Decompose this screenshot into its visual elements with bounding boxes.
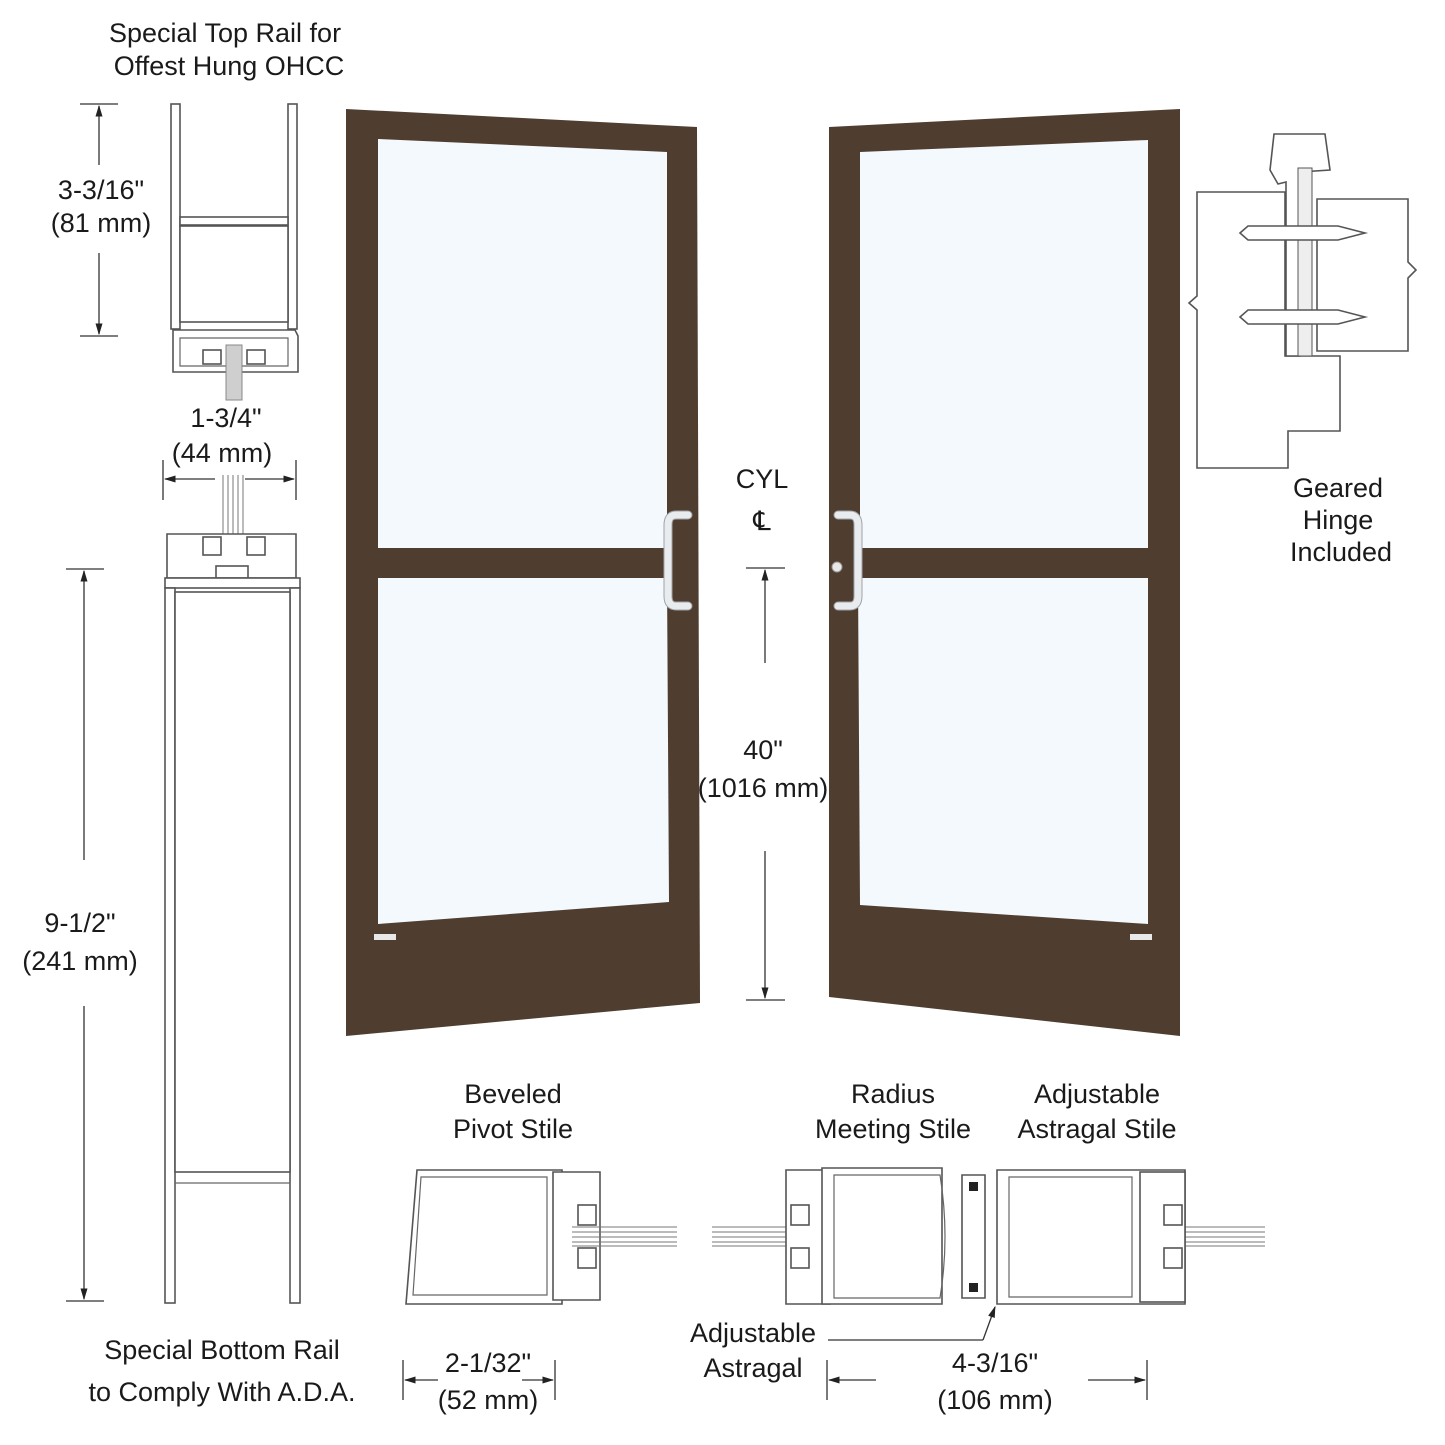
astragal-callout-line2: Astragal <box>703 1353 802 1383</box>
astragal-stile-title-line2: Astragal Stile <box>1017 1114 1176 1144</box>
bottom-rail-section: 9-1/2" (241 mm) Special Bottom Rail to C… <box>22 533 356 1407</box>
right-door-lower-glass <box>858 578 1148 924</box>
meeting-stile-title-line1: Radius <box>851 1079 935 1109</box>
left-door-lower-glass <box>378 578 669 924</box>
right-door-upper-glass <box>860 140 1148 548</box>
centerline-symbol: ℄ <box>752 506 771 536</box>
meeting-stile-title-line2: Meeting Stile <box>815 1114 971 1144</box>
pivot-stile-section: Beveled Pivot Stile 2-1/32" (52 mm) <box>402 1079 677 1415</box>
hinge-caption-line3: Included <box>1290 537 1392 567</box>
cylinder-height-mm: (1016 mm) <box>698 773 829 803</box>
meeting-stile-section: Radius Meeting Stile Adjustable Astragal… <box>690 1079 1265 1415</box>
left-door-pivot-plate <box>374 934 396 940</box>
left-door <box>346 109 700 1036</box>
bottom-rail-caption-line1: Special Bottom Rail <box>104 1335 340 1365</box>
astragal-width-mm: (106 mm) <box>937 1385 1053 1415</box>
glazing-thickness-dimension: 1-3/4" (44 mm) <box>162 403 297 572</box>
cylinder-label: CYL <box>736 464 789 494</box>
pivot-stile-width-in: 2-1/32" <box>445 1348 531 1378</box>
bottom-rail-profile <box>164 533 301 1304</box>
lock-cylinder-icon <box>831 561 843 573</box>
left-door-pull-handle <box>663 510 693 611</box>
pivot-stile-width-mm: (52 mm) <box>438 1385 539 1415</box>
top-rail-height-in: 3-3/16" <box>58 175 144 205</box>
hinge-caption-line1: Geared <box>1293 473 1383 503</box>
hinge-caption-line2: Hinge <box>1303 505 1374 535</box>
pivot-stile-title-line2: Pivot Stile <box>453 1114 573 1144</box>
astragal-width-in: 4-3/16" <box>952 1348 1038 1378</box>
bottom-rail-caption-line2: to Comply With A.D.A. <box>88 1377 355 1407</box>
geared-hinge-detail: Geared Hinge Included <box>1187 133 1418 567</box>
glazing-thickness-mm: (44 mm) <box>172 438 273 468</box>
right-door-pull-handle <box>833 510 863 611</box>
top-rail-title-line1: Special Top Rail for <box>109 18 341 48</box>
right-door-pivot-plate <box>1130 934 1152 940</box>
astragal-stile-title-line1: Adjustable <box>1034 1079 1160 1109</box>
left-door-upper-glass <box>378 139 667 548</box>
top-rail-section: Special Top Rail for Offest Hung OHCC 3-… <box>51 18 345 401</box>
astragal-weatherstrip-icon <box>969 1182 978 1191</box>
bottom-rail-height-dimension: 9-1/2" (241 mm) <box>22 568 138 1302</box>
right-door <box>829 109 1180 1036</box>
top-rail-title-line2: Offest Hung OHCC <box>114 51 345 81</box>
glazing-thickness-in: 1-3/4" <box>190 403 261 433</box>
pivot-stile-title-line1: Beveled <box>464 1079 562 1109</box>
bottom-rail-height-mm: (241 mm) <box>22 946 138 976</box>
cylinder-height-in: 40" <box>743 735 783 765</box>
top-rail-height-mm: (81 mm) <box>51 208 152 238</box>
top-rail-height-dimension: 3-3/16" (81 mm) <box>51 103 152 337</box>
top-rail-profile <box>170 103 299 401</box>
astragal-callout-line1: Adjustable <box>690 1318 816 1348</box>
bottom-rail-height-in: 9-1/2" <box>44 908 115 938</box>
cylinder-height-dimension: CYL ℄ 40" (1016 mm) <box>698 464 829 1001</box>
